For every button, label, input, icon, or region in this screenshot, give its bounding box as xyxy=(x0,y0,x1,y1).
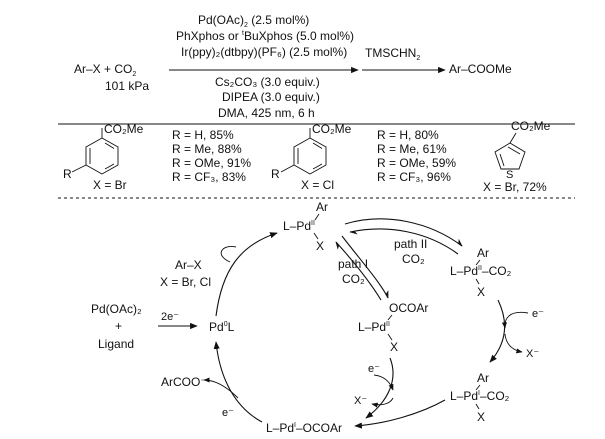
oxidative-addition-arrow xyxy=(215,232,278,317)
halide-out-right: X⁻ xyxy=(526,348,539,360)
substrate-halides: X = Br, Cl xyxy=(160,275,211,289)
electron-in-middle xyxy=(373,374,394,391)
condition-photocatalyst: Ir(ppy)₂(dtbpy)(PF₆) (2.5 mol%) xyxy=(181,45,347,59)
product-out: ArCOO⁻ xyxy=(161,375,207,389)
product-out-curve xyxy=(203,377,239,399)
electron-in-curve xyxy=(501,311,529,329)
substrate-1-yield: R = CF₃, 83% xyxy=(172,170,246,184)
thiophene-s: S xyxy=(506,169,513,181)
pd2-aryl: Ar xyxy=(316,200,328,214)
substrate-1-x: X = Br xyxy=(93,178,127,192)
path1-reverse-arrow xyxy=(335,241,382,301)
reduction-arrow-right xyxy=(489,299,506,363)
pd1-aryl: Ar xyxy=(477,371,489,385)
reaction-equation: Pd(OAc)2 (2.5 mol%) PhXphos or tBuXphos … xyxy=(74,13,512,120)
pd1-halide: X xyxy=(477,410,485,424)
precursor-ligand: Ligand xyxy=(98,337,134,351)
benzene-ring-2 xyxy=(293,137,327,175)
substrate-2-yield: R = CF₃, 96% xyxy=(377,170,451,184)
pd2co2-complex: L–PdII–CO₂ xyxy=(450,264,512,278)
reactant-left: Ar–X + CO2 xyxy=(74,62,136,78)
condition-catalyst: Pd(OAc)2 (2.5 mol%) xyxy=(198,13,309,29)
pd2co2-aryl: Ar xyxy=(477,246,489,260)
precursor-plus: + xyxy=(115,319,122,333)
benzene-ring-1 xyxy=(85,137,119,175)
substrate-2-yield: R = Me, 61% xyxy=(377,142,447,156)
pd1-complex: L–PdI–CO₂ xyxy=(450,389,510,403)
electron-middle: e⁻ xyxy=(368,363,380,375)
substrate-in: Ar–X xyxy=(175,258,202,272)
precursor-pd-oac: Pd(OAc)₂ xyxy=(91,302,142,316)
pd2-complex: L–PdII xyxy=(283,219,315,233)
electron-bottom: e⁻ xyxy=(222,407,234,419)
path2-label: path II xyxy=(394,237,427,251)
substrate-in-curve xyxy=(220,246,237,263)
catalytic-cycle: Pd(OAc)₂ + Ligand 2e⁻ Pd0L Ar–X X = Br, … xyxy=(91,200,544,435)
substrate-1-r: R xyxy=(63,167,72,181)
substrate-2-group: CO₂Me xyxy=(312,122,352,136)
substrate-2: CO₂Me R X = Cl R = H, 80% R = Me, 61% R … xyxy=(271,122,456,192)
product: Ar–COOMe xyxy=(449,62,512,76)
ocoar-group: OCOAr xyxy=(389,301,428,315)
reduction-label: 2e⁻ xyxy=(161,311,179,323)
path1-co2: CO₂ xyxy=(342,272,365,286)
bottom-complex: L–PdI–OCOAr xyxy=(266,421,342,435)
substrate-3-x: X = Br, 72% xyxy=(483,180,547,194)
substrate-2-yield: R = H, 80% xyxy=(377,128,439,142)
substrate-2-r: R xyxy=(271,167,280,181)
substrate-1-yield: R = Me, 88% xyxy=(172,142,242,156)
substrate-1-yield: R = OMe, 91% xyxy=(172,156,251,170)
pd1-to-bottom-arrow xyxy=(354,399,446,429)
ocoar-complex: L–PdII xyxy=(358,320,390,334)
halide-out-curve xyxy=(504,333,523,354)
condition-ligand: PhXphos or tBuXphos (5.0 mol%) xyxy=(176,29,354,43)
thiophene-ring xyxy=(494,142,526,170)
pd2co2-halide: X xyxy=(477,285,485,299)
substrate-2-yield: R = OMe, 59% xyxy=(377,156,456,170)
condition-base: Cs₂CO₃ (3.0 equiv.) xyxy=(215,75,320,89)
path2-co2: CO₂ xyxy=(402,252,425,266)
substrate-1: CO₂Me R X = Br R = H, 85% R = Me, 88% R … xyxy=(63,122,251,192)
second-reagent: TMSCHN2 xyxy=(365,46,420,62)
condition-solvent: DMA, 425 nm, 6 h xyxy=(218,106,315,120)
electron-right: e⁻ xyxy=(532,308,544,320)
pressure: 101 kPa xyxy=(105,79,149,93)
halide-out-middle-label: X⁻ xyxy=(354,395,367,407)
substrate-1-yield: R = H, 85% xyxy=(172,128,234,142)
path1-label: path I xyxy=(338,257,368,271)
substrate-1-group: CO₂Me xyxy=(104,122,144,136)
pd0-complex: Pd0L xyxy=(209,320,235,334)
ocoar-halide: X xyxy=(390,340,398,354)
pd2-halide: X xyxy=(316,239,324,253)
substrate-2-x: X = Cl xyxy=(301,178,334,192)
path2-forward-arrow xyxy=(344,218,463,247)
path2-reverse-arrow xyxy=(349,228,459,255)
halide-out-middle xyxy=(371,397,394,408)
substrate-3: CO₂Me S X = Br, 72% xyxy=(483,119,551,194)
substrate-3-group: CO₂Me xyxy=(511,119,551,133)
condition-amine: DIPEA (3.0 equiv.) xyxy=(222,90,320,104)
path1-forward-arrow xyxy=(341,235,389,299)
